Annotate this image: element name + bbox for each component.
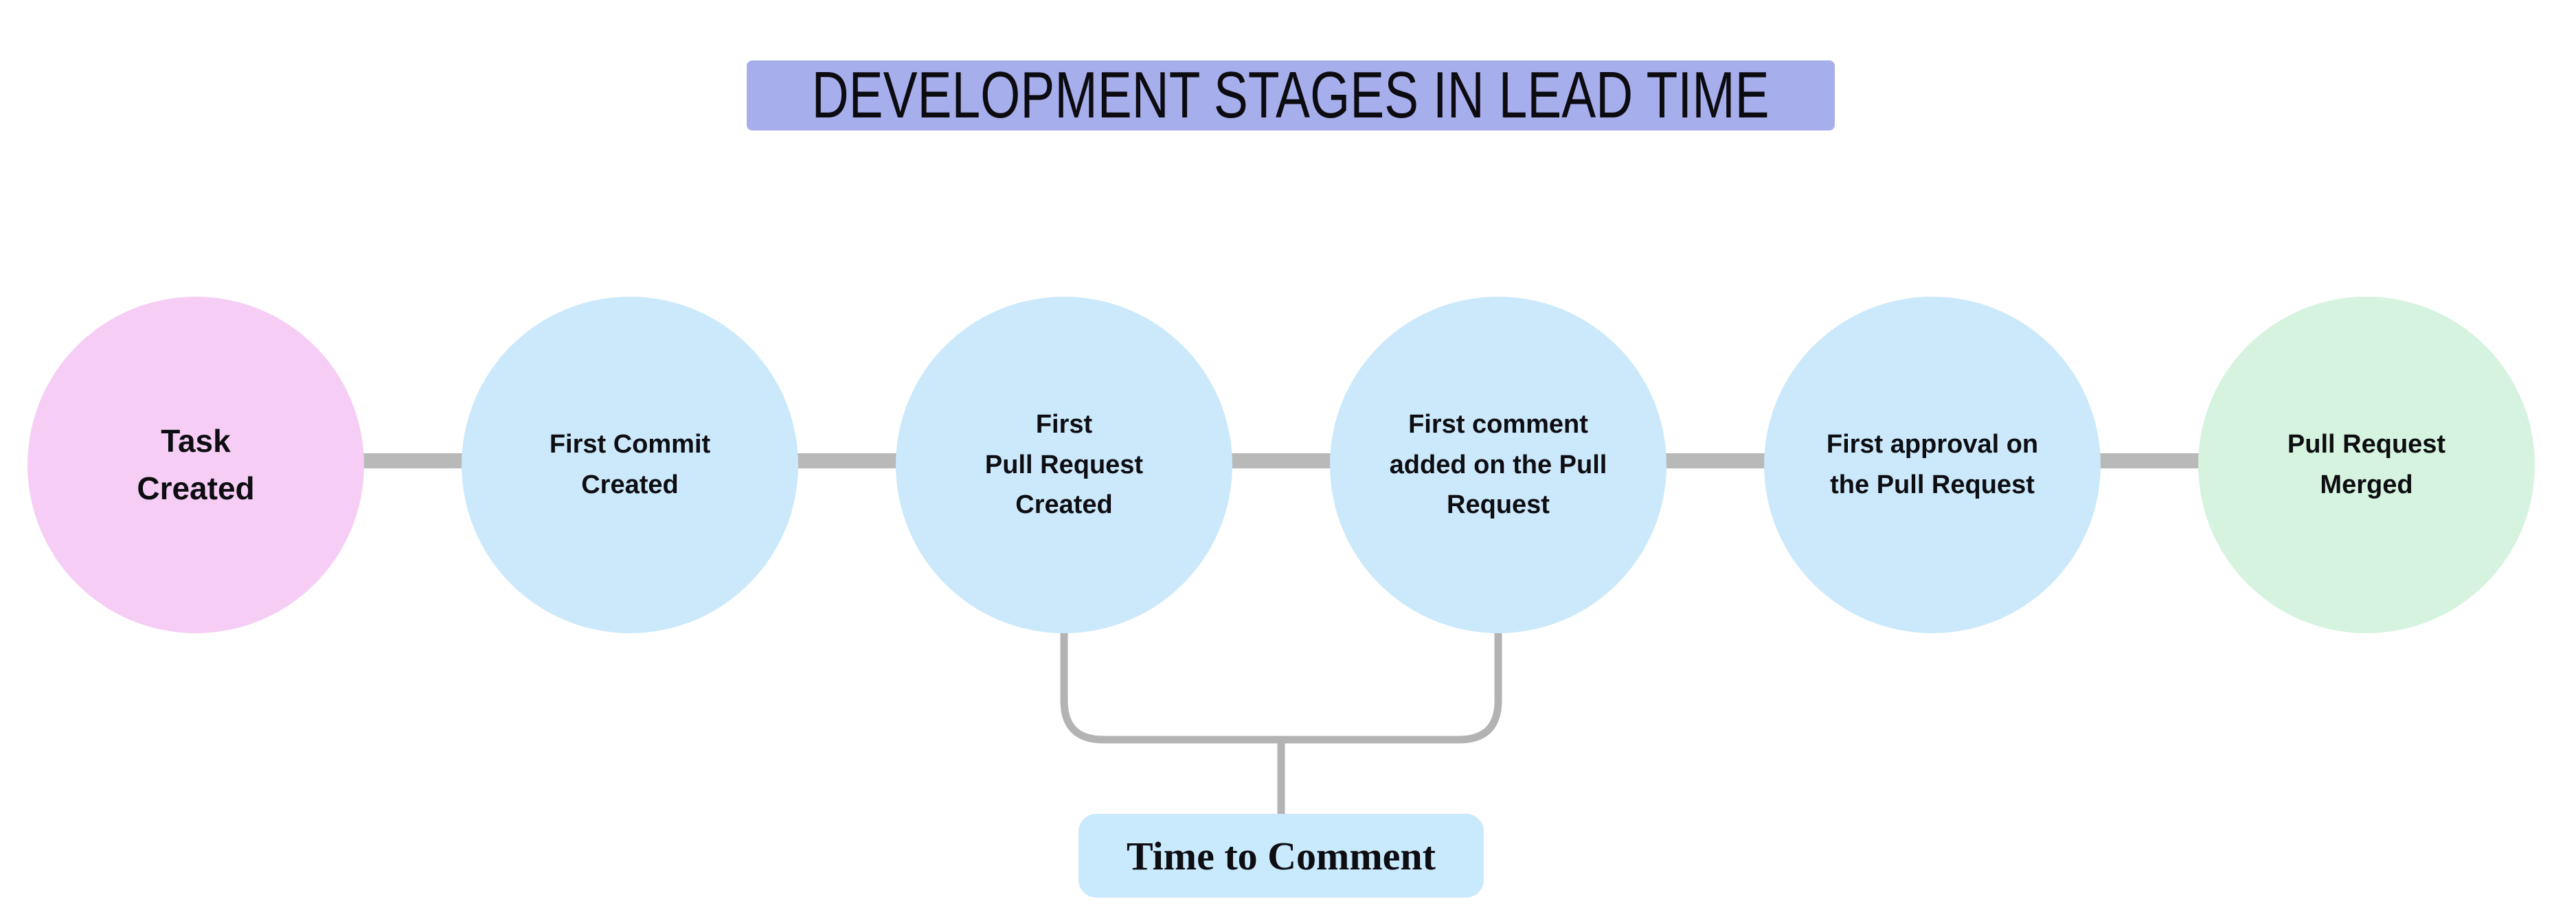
stage-circle-task-created: Task Created xyxy=(27,297,364,633)
page-title: DEVELOPMENT STAGES IN LEAD TIME xyxy=(812,58,1770,132)
annotation-label: Time to Comment xyxy=(1078,814,1484,898)
stage-label: First approval on the Pull Request xyxy=(1826,430,2039,499)
title-banner: DEVELOPMENT STAGES IN LEAD TIME xyxy=(747,60,1835,130)
stage-circle-pull-request-merged: Pull Request Merged xyxy=(2198,297,2535,633)
stage-circle-first-pull-request-created: First Pull Request Created xyxy=(896,297,1232,633)
annotation-text: Time to Comment xyxy=(1127,833,1436,878)
stage-label: Pull Request Merged xyxy=(2287,430,2446,499)
stage-circle-first-comment-added: First comment added on the Pull Request xyxy=(1330,297,1667,633)
stage-label: First Commit Created xyxy=(549,430,711,499)
stage-circle-first-approval: First approval on the Pull Request xyxy=(1764,297,2101,633)
stage-label: Task Created xyxy=(137,423,255,506)
stage-circle-first-commit-created: First Commit Created xyxy=(462,297,798,633)
stage-label: First comment added on the Pull Request xyxy=(1389,409,1607,520)
bracket-path xyxy=(1060,618,1502,744)
stage-label: First Pull Request Created xyxy=(984,409,1144,520)
